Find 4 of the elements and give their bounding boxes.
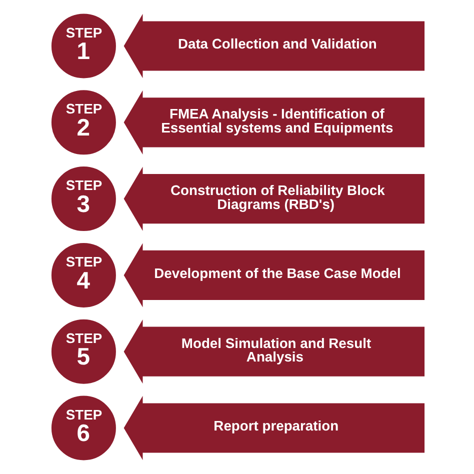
node-circle: STEP 5	[48, 316, 119, 387]
node-circle: STEP 1	[48, 10, 119, 82]
node-circle: STEP 6	[48, 392, 119, 464]
node-circle: STEP 2	[48, 87, 119, 158]
